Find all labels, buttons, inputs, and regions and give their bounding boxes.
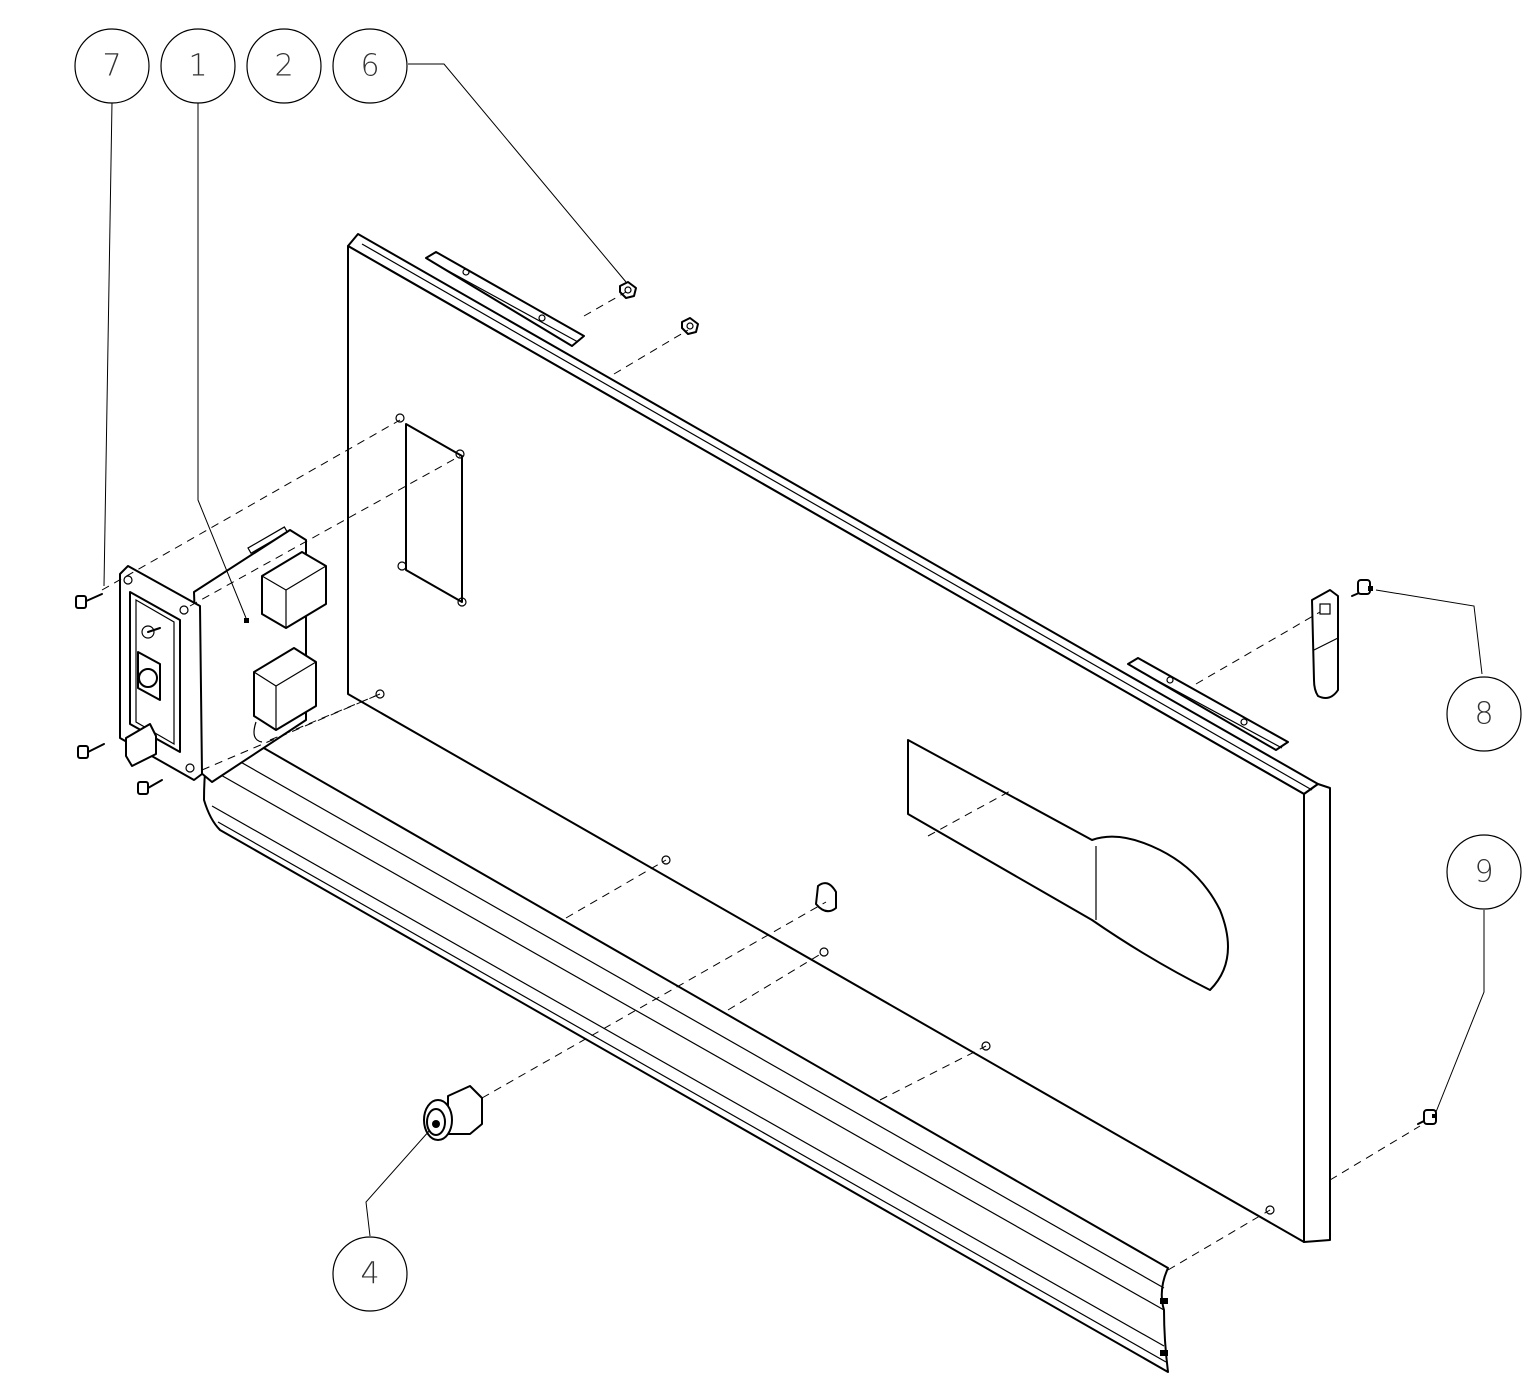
bottom-extrusion xyxy=(203,723,1169,1373)
callout-7: 7 xyxy=(74,28,150,104)
callout-7-label: 7 xyxy=(102,49,121,84)
callout-6-label: 6 xyxy=(360,49,379,84)
screw-bottom-left xyxy=(137,779,163,795)
callout-2: 2 xyxy=(246,28,322,104)
clip-part xyxy=(1311,589,1339,699)
screw-top-left xyxy=(75,593,103,609)
callout-8: 8 xyxy=(1446,676,1522,752)
nut-top-2 xyxy=(681,317,699,335)
callout-4-label: 4 xyxy=(360,1257,379,1292)
screw-part-9 xyxy=(1417,1109,1437,1125)
screw-mid-left xyxy=(77,743,105,759)
callout-1: 1 xyxy=(160,28,236,104)
callout-1-label: 1 xyxy=(188,49,207,84)
callout-4: 4 xyxy=(332,1236,408,1312)
assembly-lines xyxy=(101,291,1421,1271)
callout-9: 9 xyxy=(1446,834,1522,910)
callout-2-label: 2 xyxy=(274,49,293,84)
screw-part-8 xyxy=(1351,579,1373,597)
callout-6: 6 xyxy=(332,28,408,104)
leader-lines xyxy=(103,63,1485,1237)
callout-9-label: 9 xyxy=(1474,855,1493,890)
knob-part xyxy=(423,1085,483,1141)
main-panel xyxy=(347,233,1331,1243)
nut-top-1 xyxy=(619,281,637,299)
control-module xyxy=(119,526,327,783)
callout-8-label: 8 xyxy=(1474,697,1493,732)
